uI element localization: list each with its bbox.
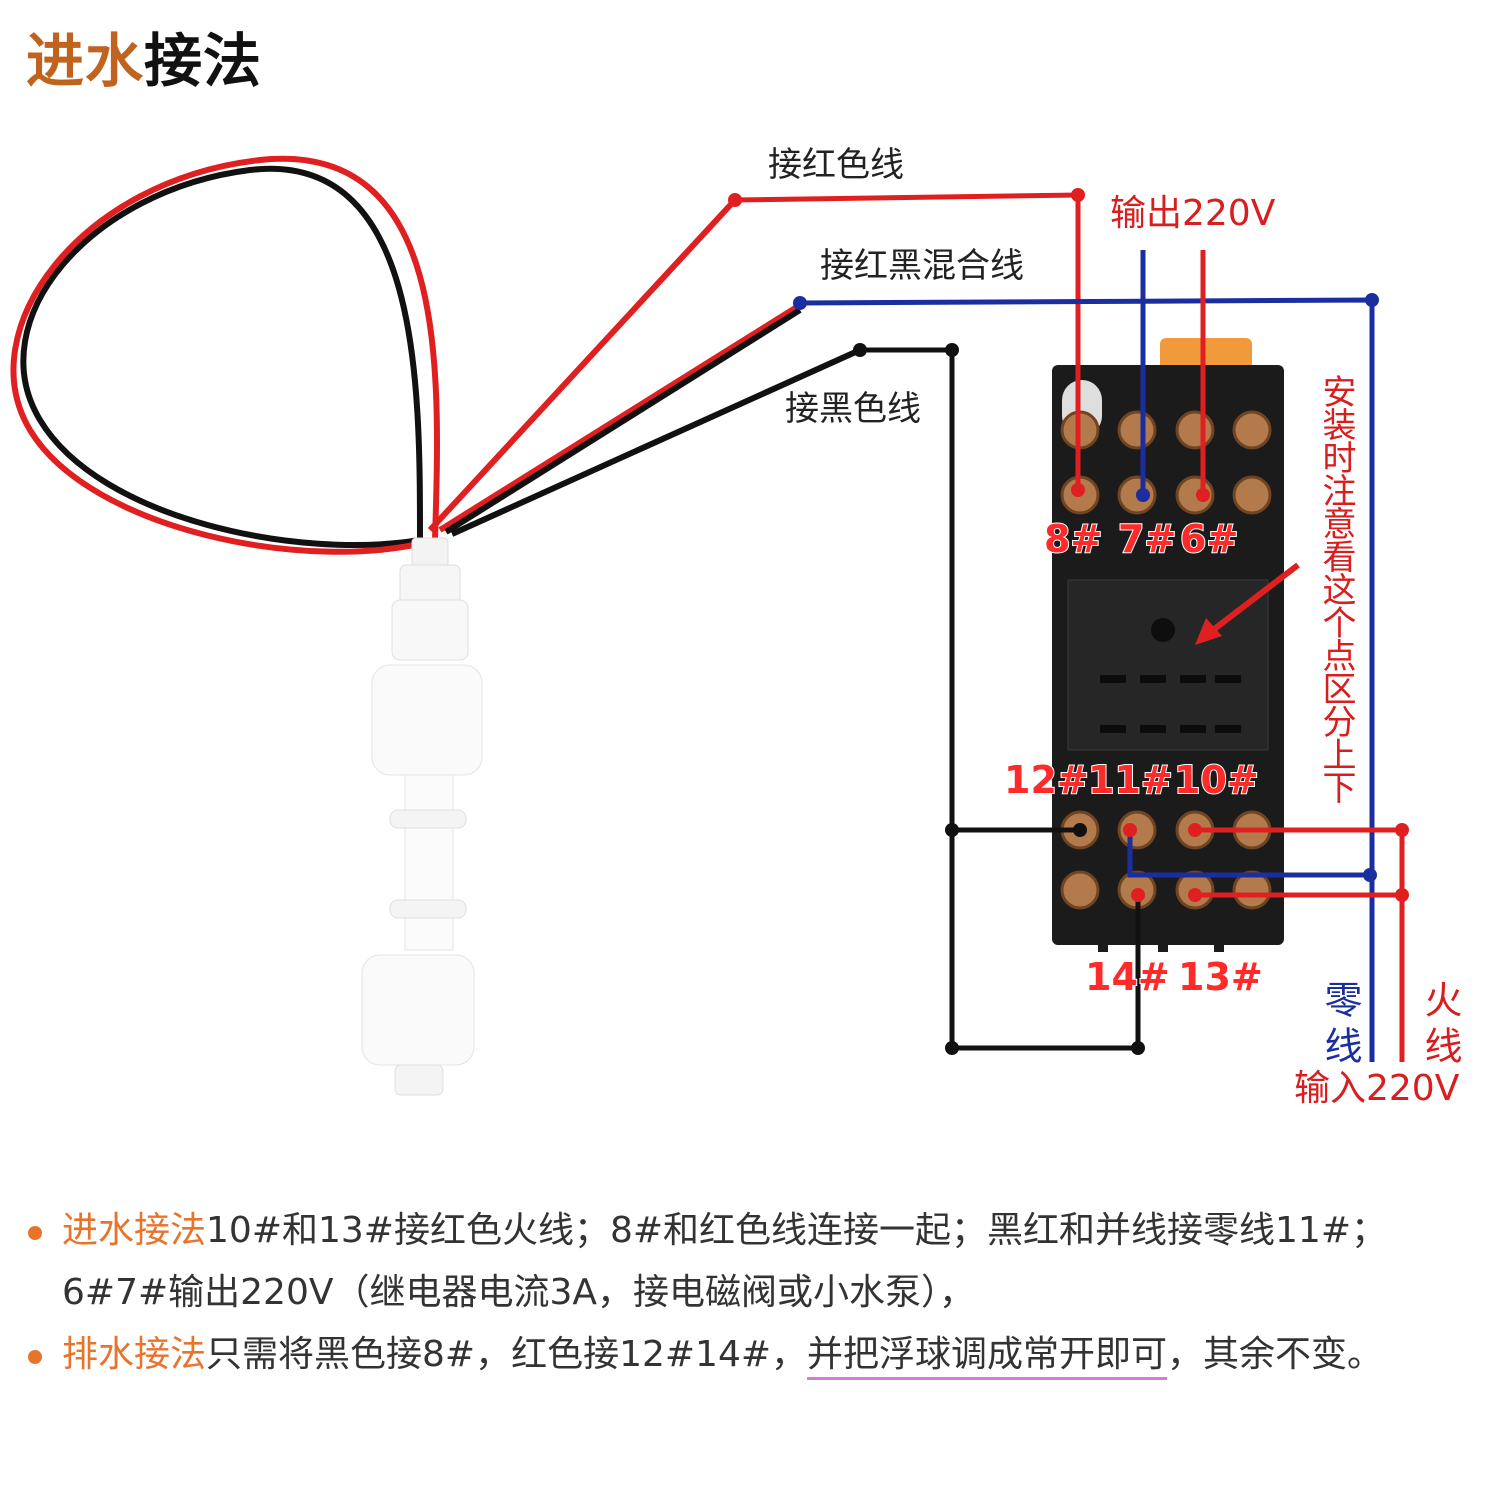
relay-socket [1052,338,1284,952]
label-red-wire: 接红色线 [768,145,904,185]
wiring-diagram: 接红色线 接红黑混合线 接黑色线 输出220V 安装时注意看这个点区分上下 零线… [10,145,1462,1109]
note-drain: 排水接法只需将黑色接8#，红色接12#14#，并把浮球调成常开即可，其余不变。 [22,1324,1482,1386]
title-rest: 接法 [144,27,263,95]
label-mixed-wire: 接红黑混合线 [820,246,1024,286]
terminal-12: 12# [1004,758,1089,802]
label-neutral: 零线 [1318,980,1362,1072]
float-cable [10,155,862,555]
wire-dots [728,188,1409,1055]
note-drain-underline: 并把浮球调成常开即可 [807,1334,1168,1380]
label-install-note: 安装时注意看这个点区分上下 [1316,374,1356,804]
wiring-notes: 进水接法10#和13#接红色火线；8#和红色线连接一起；黑红和并线接零线11#；… [22,1200,1482,1386]
label-black-wire: 接黑色线 [785,389,921,429]
label-output: 输出220V [1110,193,1276,234]
terminal-13: 13# [1178,955,1263,999]
label-live: 火线 [1418,980,1462,1072]
title-accent: 进水 [26,27,145,95]
note-inflow: 进水接法10#和13#接红色火线；8#和红色线连接一起；黑红和并线接零线11#；… [22,1200,1482,1324]
terminal-6: 6# [1180,517,1238,561]
float-switch [361,537,483,1096]
terminal-7: 7# [1118,517,1176,561]
label-input: 输入220V [1294,1068,1460,1109]
terminal-11: 11# [1088,758,1173,802]
note-inflow-head: 进水接法 [62,1210,207,1251]
arrow-head [1195,618,1222,645]
terminal-14: 14# [1085,955,1170,999]
terminal-8: 8# [1044,517,1102,561]
note-drain-pre: 只需将黑色接8#，红色接12#14#， [206,1334,808,1375]
note-inflow-text: 10#和13#接红色火线；8#和红色线连接一起；黑红和并线接零线11#；6#7#… [62,1210,1388,1313]
page-title: 进水接法 [26,14,262,98]
terminal-10: 10# [1174,758,1259,802]
note-drain-head: 排水接法 [62,1334,207,1375]
note-drain-post: ，其余不变。 [1167,1334,1384,1375]
